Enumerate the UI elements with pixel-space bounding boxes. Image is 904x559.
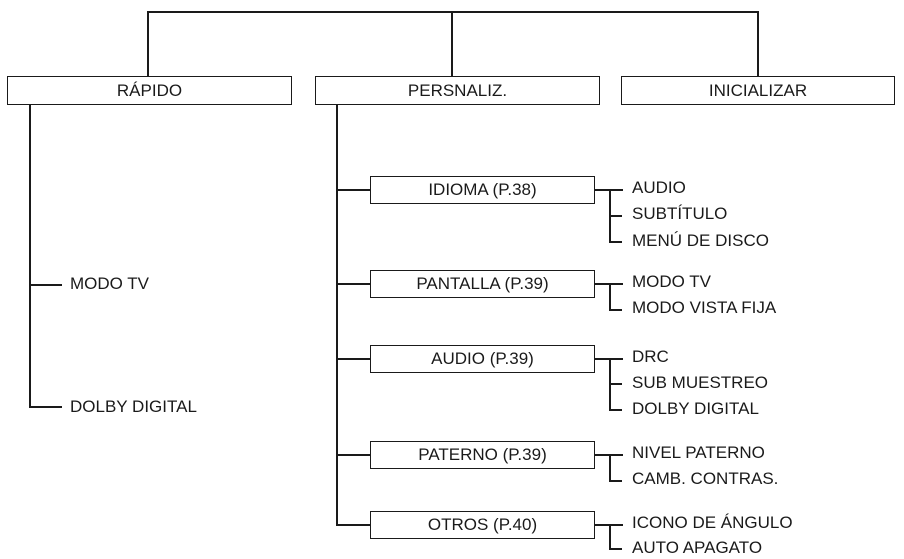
audio-item-dolby-digital: DOLBY DIGITAL xyxy=(632,399,759,418)
otros-box: OTROS (P.40) xyxy=(370,511,595,539)
pantalla-branch-line xyxy=(336,283,370,285)
top-drop-rapido xyxy=(147,11,149,77)
audio-box: AUDIO (P.39) xyxy=(370,345,595,373)
pantalla-item-modo-tv: MODO TV xyxy=(632,272,712,291)
otros-item-auto-apagato: AUTO APAGATO xyxy=(632,538,763,557)
rapido-trunk-line xyxy=(29,105,31,407)
paterno-bracket-vertical xyxy=(609,454,611,481)
paterno-bracket-tick-1 xyxy=(609,480,622,482)
rapido-item-modo-tv: MODO TV xyxy=(70,274,150,293)
rapido-box: RÁPIDO xyxy=(7,76,292,105)
top-bar-line xyxy=(147,11,758,13)
idioma-bracket-tick-1 xyxy=(609,215,622,217)
top-drop-inicializar xyxy=(757,11,759,77)
inicializar-label: INICIALIZAR xyxy=(708,80,808,100)
audio-bracket-tick-2 xyxy=(609,409,622,411)
pantalla-bracket-tick-1 xyxy=(609,309,622,311)
pantalla-label: PANTALLA (P.39) xyxy=(416,274,549,293)
audio-item-drc: DRC xyxy=(632,347,669,366)
top-drop-personaliz xyxy=(451,11,453,77)
idioma-item-audio: AUDIO xyxy=(632,178,686,197)
personaliz-box: PERSNALIZ. xyxy=(315,76,600,105)
rapido-tick-dolby xyxy=(29,406,62,408)
paterno-label: PATERNO (P.39) xyxy=(418,445,547,464)
rapido-label: RÁPIDO xyxy=(116,80,183,100)
rapido-item-dolby-digital: DOLBY DIGITAL xyxy=(70,397,197,416)
idioma-box: IDIOMA (P.38) xyxy=(370,176,595,204)
paterno-branch-line xyxy=(336,454,370,456)
rapido-tick-modo-tv xyxy=(29,284,62,286)
audio-label: AUDIO (P.39) xyxy=(431,349,534,368)
idioma-branch-line xyxy=(336,189,370,191)
pantalla-item-modo-vista-fija: MODO VISTA FIJA xyxy=(632,298,777,317)
idioma-bracket-tick-2 xyxy=(609,241,622,243)
otros-label: OTROS (P.40) xyxy=(427,515,538,534)
paterno-item-camb-contras: CAMB. CONTRAS. xyxy=(632,469,779,488)
paterno-item-nivel-paterno: NIVEL PATERNO xyxy=(632,443,765,462)
audio-bracket-tick-1 xyxy=(609,383,622,385)
inicializar-box: INICIALIZAR xyxy=(621,76,895,105)
idioma-item-subtitulo: SUBTÍTULO xyxy=(632,204,728,223)
audio-item-sub-muestreo: SUB MUESTREO xyxy=(632,373,769,392)
pantalla-box: PANTALLA (P.39) xyxy=(370,270,595,298)
audio-branch-line xyxy=(336,358,370,360)
idioma-item-menu-de-disco: MENÚ DE DISCO xyxy=(632,231,769,250)
idioma-label: IDIOMA (P.38) xyxy=(428,180,537,199)
otros-item-icono-de-angulo: ICONO DE ÁNGULO xyxy=(632,513,793,532)
otros-branch-line xyxy=(336,524,370,526)
personaliz-label: PERSNALIZ. xyxy=(407,80,508,100)
pantalla-bracket-vertical xyxy=(609,283,611,310)
paterno-box: PATERNO (P.39) xyxy=(370,441,595,469)
otros-bracket-vertical xyxy=(609,524,611,549)
personaliz-trunk-line xyxy=(336,105,338,525)
otros-bracket-tick-1 xyxy=(609,548,622,550)
